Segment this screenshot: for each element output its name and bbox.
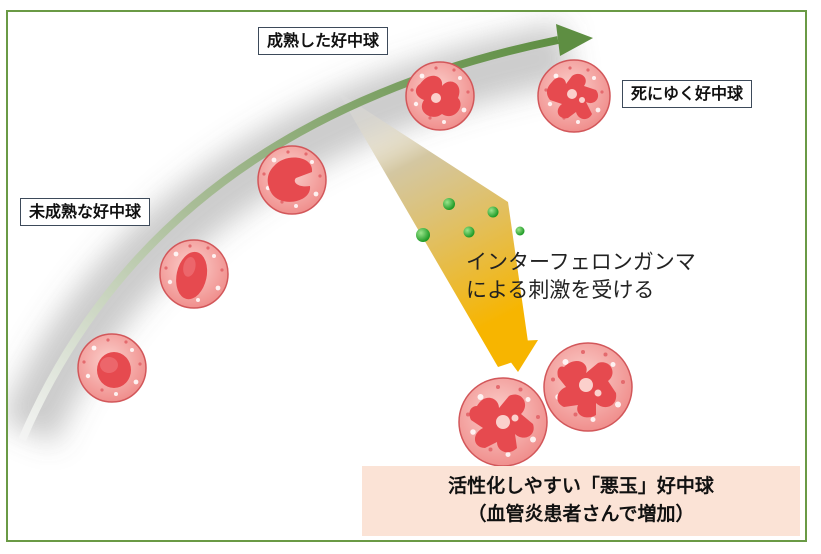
maturation-arrowhead <box>556 24 593 56</box>
interferon-dot <box>487 206 499 218</box>
interferon-dot <box>443 198 455 210</box>
neutrophil-cell-immature-2 <box>159 239 229 309</box>
funnel-shape <box>338 92 528 367</box>
neutrophil-cell-immature-1 <box>77 333 147 403</box>
neutrophil-cell-band <box>257 145 327 215</box>
neutrophil-cell-activated-2 <box>543 342 633 432</box>
label-immature-neutrophil: 未成熟な好中球 <box>20 198 151 226</box>
stimulus-caption-line2: による刺激を受ける <box>466 278 655 302</box>
result-box: 活性化しやすい「悪玉」好中球 （血管炎患者さんで増加） <box>362 466 800 536</box>
stimulus-caption-line1: インターフェロンガンマ <box>466 250 696 274</box>
neutrophil-cell-activated-1 <box>458 377 548 467</box>
result-line2: （血管炎患者さんで増加） <box>467 503 695 525</box>
diagram-art <box>8 22 633 467</box>
neutrophil-cell-dying <box>537 59 611 133</box>
diagram-frame: 未成熟な好中球 成熟した好中球 死にゆく好中球 インターフェロンガンマ による刺… <box>6 10 807 542</box>
result-line1: 活性化しやすい「悪玉」好中球 <box>448 475 714 497</box>
funnel-arrowhead <box>496 340 538 372</box>
interferon-dot <box>515 226 525 236</box>
label-dying-neutrophil: 死にゆく好中球 <box>622 80 753 108</box>
label-mature-neutrophil: 成熟した好中球 <box>258 27 389 55</box>
interferon-dot <box>463 226 475 238</box>
neutrophil-cell-mature <box>405 61 475 131</box>
interferon-dot <box>416 228 430 242</box>
